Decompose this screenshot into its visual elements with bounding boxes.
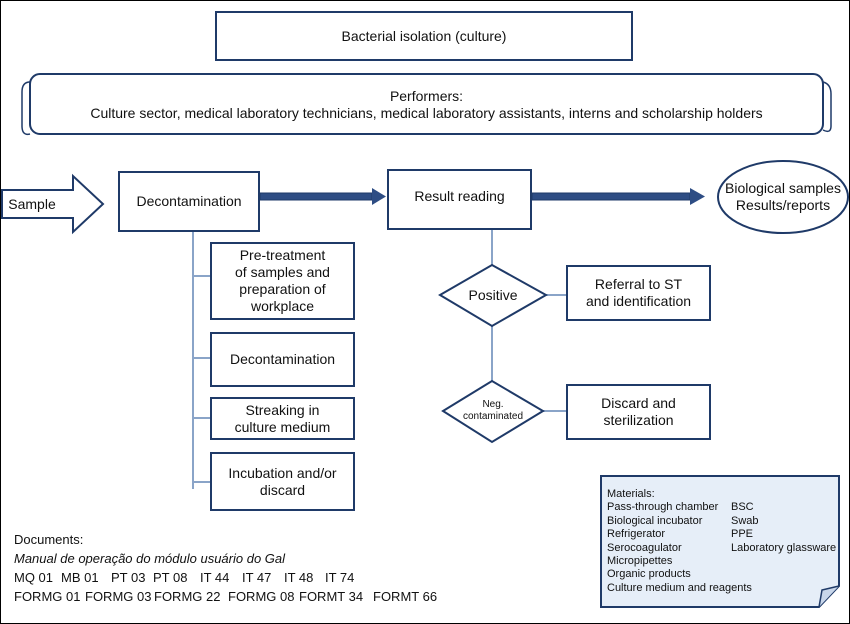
substep-line: workplace xyxy=(250,298,315,314)
documents-codes-row1: MQ 01 MB 01 PT 03 PT 08 IT 44 IT 47 IT 48 IT 74 xyxy=(14,568,437,587)
document-code: PT 08 xyxy=(153,570,188,585)
result-reading-box xyxy=(387,169,532,230)
substep-line: preparation of xyxy=(239,281,326,297)
document-code: IT 44 xyxy=(200,570,230,585)
material-item: BSC xyxy=(731,501,754,514)
neg-line1: Neg. xyxy=(482,399,504,410)
document-code: FORMT 66 xyxy=(373,589,438,604)
materials-row: Organic products xyxy=(607,568,836,581)
documents-manual: Manual de operação do módulo usuário do … xyxy=(14,551,286,566)
document-code: IT 47 xyxy=(242,570,272,585)
discard-label: Discard and sterilization xyxy=(567,385,710,439)
substep-line: Streaking in xyxy=(245,401,320,418)
material-item: PPE xyxy=(731,528,754,541)
material-item: Laboratory glassware xyxy=(731,541,837,554)
output-ellipse xyxy=(717,160,849,234)
substep-label: Streaking in culture medium xyxy=(211,398,354,439)
material-item: Refrigerator xyxy=(607,528,666,541)
documents-section: Documents: Manual de operação do módulo … xyxy=(14,530,437,606)
substep-line: culture medium xyxy=(234,418,331,435)
discard-line1: Discard and xyxy=(601,395,676,411)
sample-label: Sample xyxy=(8,195,56,212)
document-code: FORMT 34 xyxy=(299,589,364,604)
substep-line: discard xyxy=(259,481,306,498)
referral-line1: Referral to ST xyxy=(594,276,683,292)
substep-label: Incubation and/or discard xyxy=(211,453,354,510)
material-item: Pass-through chamber xyxy=(607,501,719,514)
decontamination-box xyxy=(118,171,260,232)
materials-heading: Materials: xyxy=(607,488,655,500)
materials-row: Refrigerator PPE xyxy=(607,528,836,541)
title-box xyxy=(215,11,633,61)
document-code: PT 03 xyxy=(111,570,146,585)
substep-line: Incubation and/or xyxy=(228,464,337,481)
document-code: FORMG 01 xyxy=(14,589,81,604)
document-code: IT 74 xyxy=(325,570,355,585)
title-label: Bacterial isolation (culture) xyxy=(341,27,507,44)
output-label: Biological samples Results/reports xyxy=(718,162,848,232)
material-item: Biological incubator xyxy=(607,514,703,527)
document-code: MB 01 xyxy=(61,570,99,585)
decontamination-label: Decontamination xyxy=(136,193,242,209)
document-code: MQ 01 xyxy=(14,570,54,585)
performers-heading: Performers: xyxy=(389,88,464,104)
document-code: IT 48 xyxy=(284,570,314,585)
output-line2: Results/reports xyxy=(735,197,831,213)
connector-lines xyxy=(192,229,567,489)
material-item: Swab xyxy=(731,514,759,527)
materials-row: Pass-through chamber BSC xyxy=(607,501,836,514)
document-code: FORMG 22 xyxy=(154,589,221,604)
substep-label: Decontamination xyxy=(211,333,354,386)
positive-label: Positive xyxy=(468,286,518,303)
referral-line2: and identification xyxy=(585,293,692,309)
substep-box xyxy=(210,242,355,320)
sample-arrow xyxy=(1,173,105,235)
discard-line2: sterilization xyxy=(603,412,674,428)
substep-box xyxy=(210,452,355,511)
substep-line: Pre-treatment xyxy=(239,247,326,263)
material-item: Organic products xyxy=(607,568,691,581)
discard-box xyxy=(566,384,711,440)
performers-scroll xyxy=(21,73,832,136)
output-line1: Biological samples xyxy=(725,180,841,196)
performers-label: Performers: Culture sector, medical labo… xyxy=(30,80,823,130)
material-item: Culture medium and reagents xyxy=(607,581,752,594)
neg-line2: contaminated xyxy=(462,411,524,422)
referral-label: Referral to ST and identification xyxy=(567,266,710,320)
substep-label: Pre-treatment of samples and preparation… xyxy=(211,243,354,319)
referral-box xyxy=(566,265,711,321)
performers-text: Culture sector, medical laboratory techn… xyxy=(90,105,763,121)
material-item: Micropipettes xyxy=(607,555,673,568)
result-reading-label: Result reading xyxy=(414,187,505,204)
material-item: Serocoagulator xyxy=(607,541,682,554)
substep-line: of samples and xyxy=(235,264,330,280)
materials-note xyxy=(600,475,840,608)
flow-arrows xyxy=(259,188,705,205)
document-code: FORMG 03 xyxy=(85,589,152,604)
substep-line: Decontamination xyxy=(229,351,336,367)
materials-row: Serocoagulator Laboratory glassware xyxy=(607,542,836,555)
positive-diamond xyxy=(438,263,549,328)
materials-row: Biological incubator Swab xyxy=(607,515,836,528)
negative-label: Neg. contaminated xyxy=(448,398,538,424)
negative-diamond xyxy=(441,379,545,444)
materials-row: Micropipettes xyxy=(607,555,836,568)
documents-heading: Documents: xyxy=(14,532,84,547)
materials-row: Culture medium and reagents xyxy=(607,582,836,595)
substep-box xyxy=(210,397,355,440)
materials-list: Materials: Pass-through chamber BSC Biolo… xyxy=(607,488,836,595)
substep-box xyxy=(210,332,355,387)
document-code: FORMG 08 xyxy=(228,589,295,604)
